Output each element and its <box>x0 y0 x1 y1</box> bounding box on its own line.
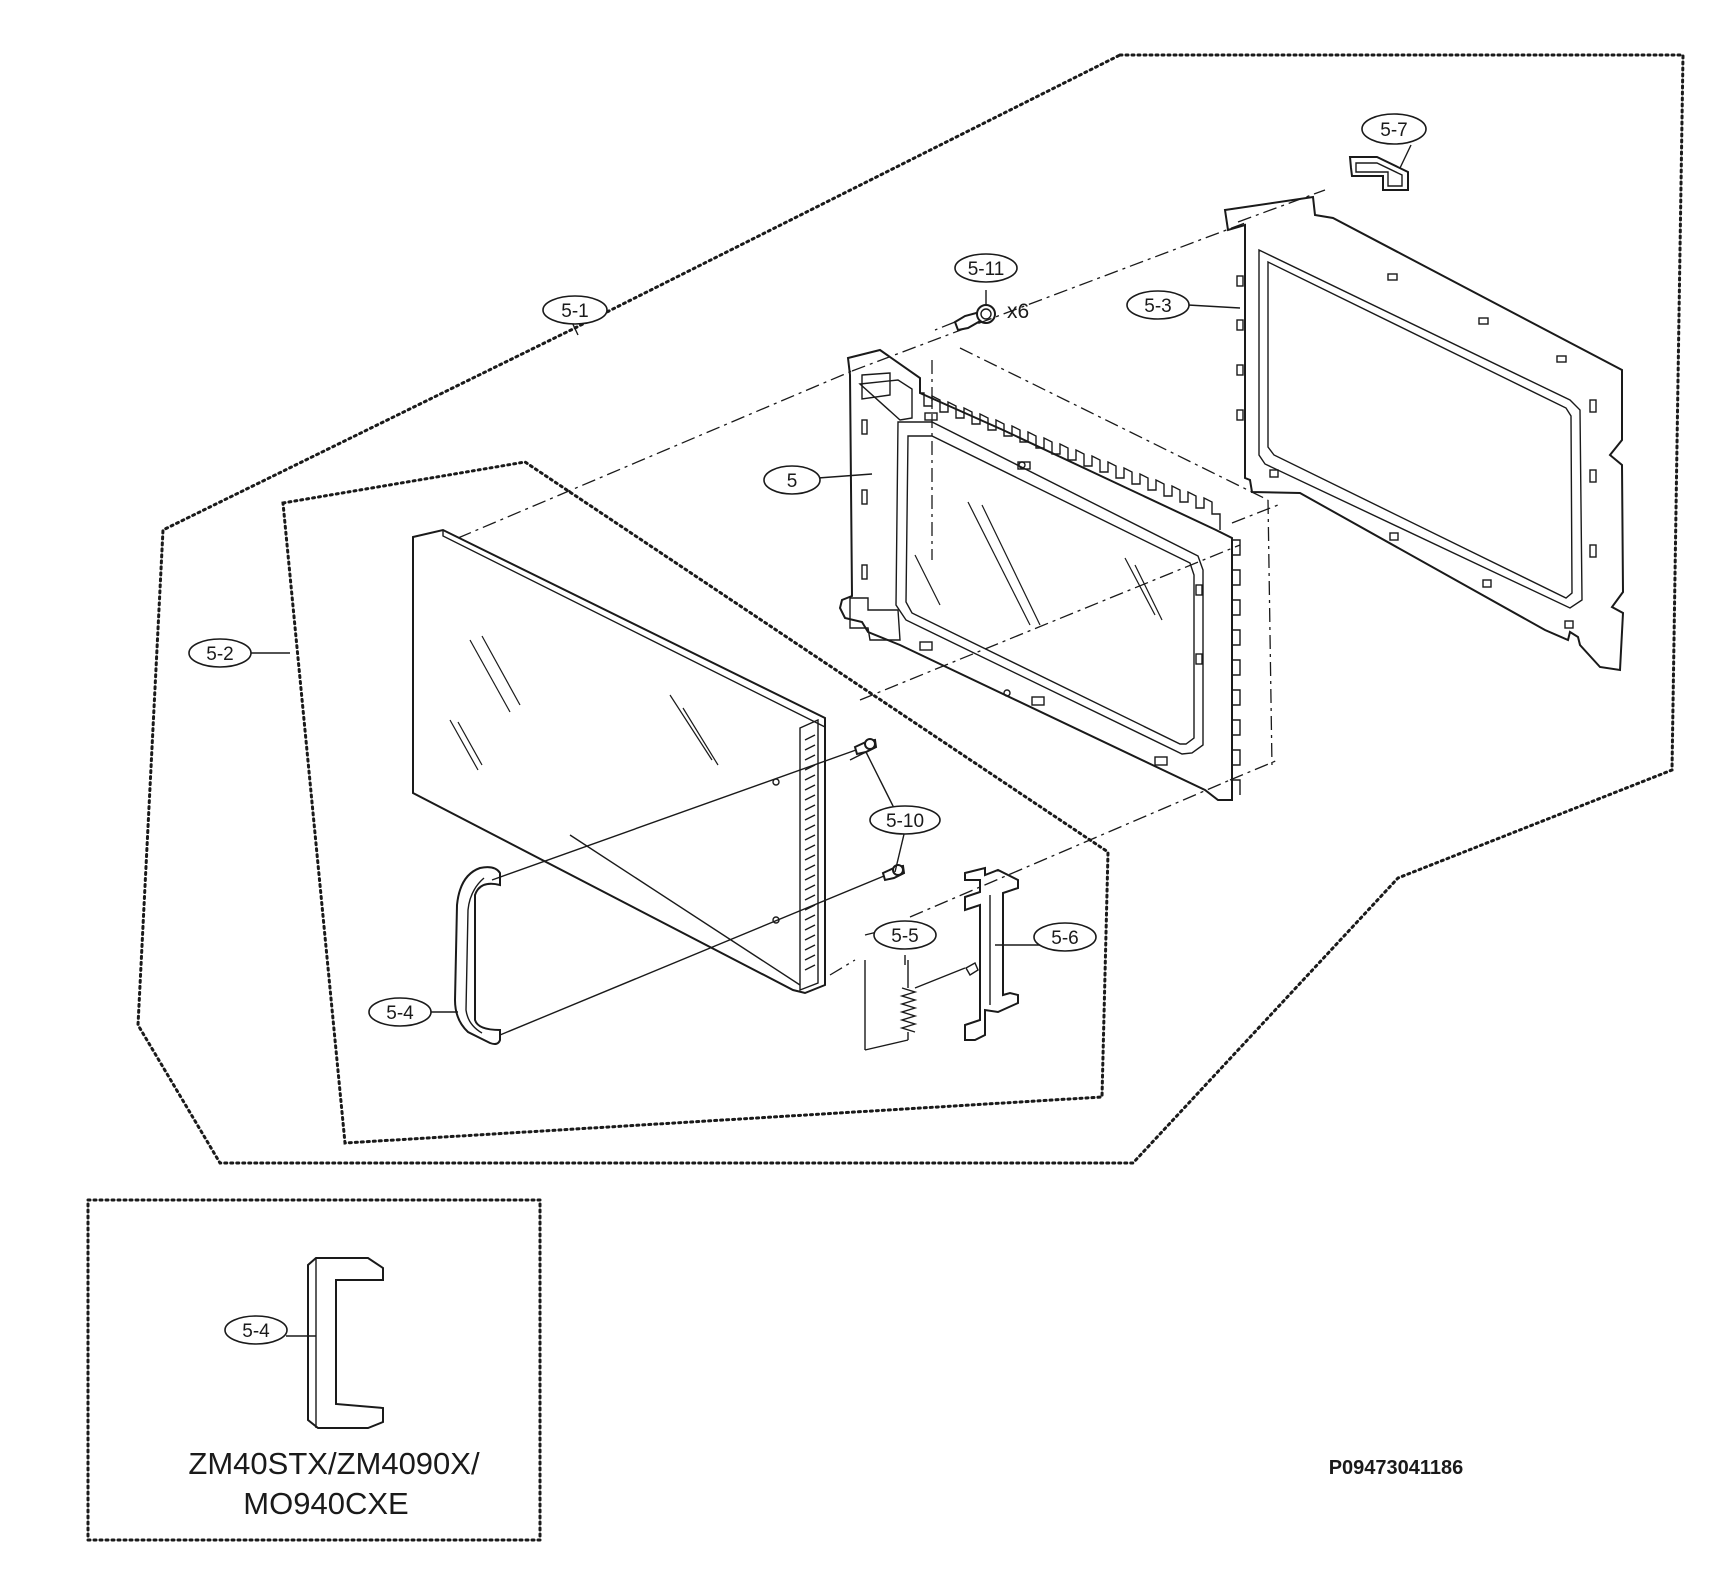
svg-text:5-10: 5-10 <box>886 811 924 832</box>
assembly-guide-lines <box>457 189 1326 1051</box>
callout-5-7: 5-7 <box>1361 113 1427 145</box>
svg-text:5-5: 5-5 <box>891 926 918 947</box>
part-5-4-handle <box>453 866 501 1045</box>
assembly-5-2-boundary <box>281 460 1110 1145</box>
callout-5-3: 5-3 <box>1126 290 1190 320</box>
drawing-reference-number: P09473041186 <box>1329 1457 1464 1479</box>
callout-5-2: 5-2 <box>188 638 252 668</box>
part-5-inner-door-frame <box>838 348 1241 801</box>
svg-text:5-1: 5-1 <box>561 301 588 322</box>
inset-models-line-1: ZM40STX/ZM4090X/ <box>188 1446 480 1481</box>
svg-text:5-2: 5-2 <box>206 644 233 665</box>
part-5-3-rear-frame <box>1223 195 1625 672</box>
inset-part-5-4-handle <box>307 1257 384 1429</box>
svg-text:5-3: 5-3 <box>1144 296 1171 317</box>
part-5-11-screw <box>953 304 996 332</box>
part-5-7-cover <box>1348 156 1409 191</box>
callout-5-4-inset: 5-4 <box>224 1315 288 1345</box>
part-5-6-latch <box>964 866 1019 1041</box>
part-5-10-screws <box>853 738 906 882</box>
svg-text:5-4: 5-4 <box>386 1003 414 1024</box>
callout-5-11: 5-11 <box>954 253 1018 283</box>
assembly-5-1-boundary <box>136 53 1685 1165</box>
callout-5-5: 5-5 <box>873 920 937 950</box>
svg-text:5-7: 5-7 <box>1380 120 1407 141</box>
callout-5-6: 5-6 <box>1033 922 1097 952</box>
part-5-5-spring <box>899 960 918 1040</box>
svg-text:5-11: 5-11 <box>968 259 1005 280</box>
svg-text:5-4: 5-4 <box>242 1321 270 1342</box>
svg-text:5: 5 <box>787 471 798 492</box>
callout-5-4: 5-4 <box>368 997 432 1027</box>
callout-5-10: 5-10 <box>869 805 941 835</box>
svg-text:5-6: 5-6 <box>1051 928 1078 949</box>
callout-5-1: 5-1 <box>542 295 608 325</box>
screw-quantity-label: x6 <box>1007 300 1029 323</box>
callout-5: 5 <box>763 465 821 495</box>
inset-models-line-2: MO940CXE <box>243 1486 408 1521</box>
